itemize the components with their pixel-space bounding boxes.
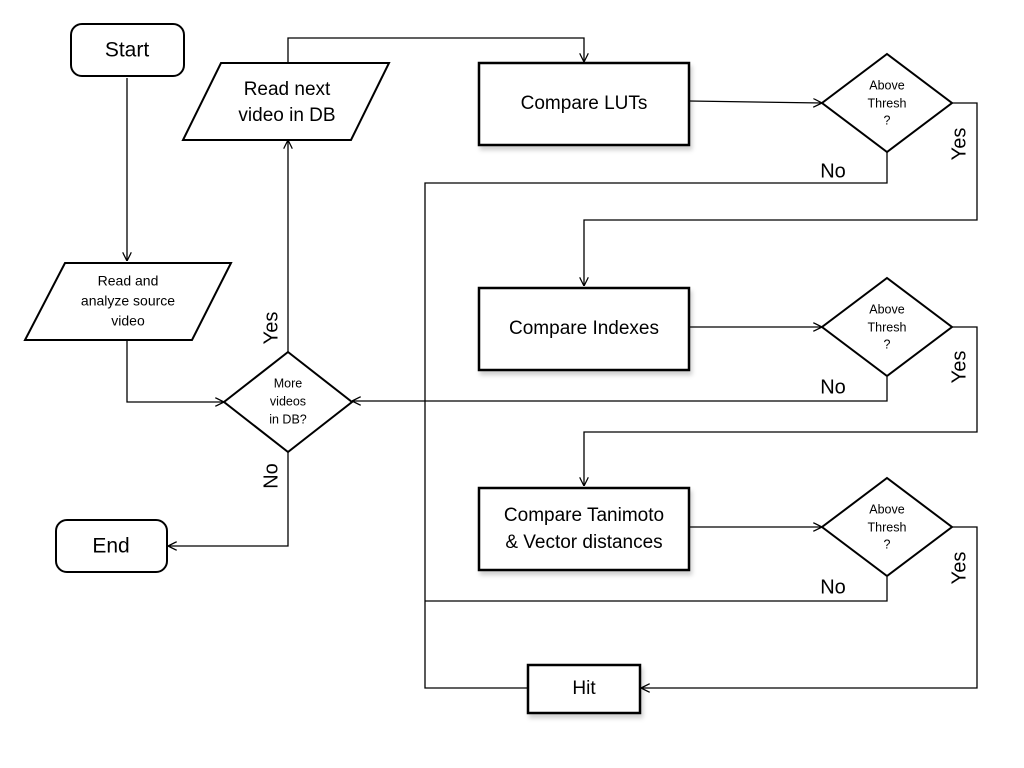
node-thresh-3-line1: Above (869, 502, 904, 516)
node-more-videos-line1: More (274, 376, 303, 390)
node-read-source: Read and analyze source video (23, 262, 233, 341)
node-thresh-1-line3: ? (884, 113, 891, 127)
node-compare-indexes-label: Compare Indexes (509, 318, 659, 339)
label-thresh1-yes: Yes (948, 128, 970, 161)
node-end-label: End (92, 535, 129, 558)
label-more-yes: Yes (260, 312, 282, 345)
node-thresh-1-line1: Above (869, 78, 904, 92)
node-thresh-3-line2: Thresh (868, 520, 907, 534)
node-thresh-2: Above Thresh ? (820, 276, 954, 378)
edge-read-source-to-more (126, 340, 224, 402)
node-thresh-3: Above Thresh ? (820, 476, 954, 578)
node-compare-luts-label: Compare LUTs (521, 93, 648, 114)
edge-thresh2-no (352, 377, 888, 401)
edge-thresh1-no (424, 152, 888, 689)
node-thresh-1: Above Thresh ? (820, 52, 954, 154)
node-compare-tanimoto-line1: Compare Tanimoto (504, 505, 664, 526)
node-thresh-3-line3: ? (884, 537, 891, 551)
node-thresh-2-line3: ? (884, 337, 891, 351)
node-read-source-line2: analyze source (81, 293, 175, 309)
node-thresh-1-line2: Thresh (868, 96, 907, 110)
node-more-videos-line2: videos (270, 394, 306, 408)
node-hit-label: Hit (572, 678, 596, 699)
node-more-videos: More videos in DB? (222, 350, 354, 454)
node-compare-tanimoto-line2: & Vector distances (505, 532, 662, 553)
node-read-source-line1: Read and (98, 273, 159, 289)
node-read-next: Read next video in DB (181, 62, 391, 141)
edge-thresh1-yes (584, 102, 978, 286)
node-start: Start (70, 23, 185, 77)
edge-labels: Yes No No Yes No Yes No Yes (260, 128, 970, 599)
label-more-no: No (260, 463, 282, 489)
edge-thresh3-yes-to-hit (641, 526, 978, 688)
edge-thresh2-yes (584, 326, 978, 486)
edge-read-next-to-luts (287, 37, 584, 62)
node-compare-tanimoto: Compare Tanimoto & Vector distances (477, 486, 691, 572)
node-thresh-2-line1: Above (869, 302, 904, 316)
node-start-label: Start (105, 39, 150, 62)
node-read-next-line2: video in DB (238, 105, 335, 126)
node-read-next-line1: Read next (244, 79, 331, 100)
node-more-videos-line3: in DB? (269, 412, 307, 426)
edges (126, 37, 978, 689)
label-thresh2-yes: Yes (948, 351, 970, 384)
edge-thresh3-no (425, 577, 888, 602)
label-thresh2-no: No (820, 376, 846, 398)
label-thresh3-no: No (820, 576, 846, 598)
node-thresh-2-line2: Thresh (868, 320, 907, 334)
node-read-source-line3: video (111, 313, 145, 329)
label-thresh1-no: No (820, 160, 846, 182)
node-compare-luts: Compare LUTs (477, 61, 691, 147)
edge-luts-to-thresh1 (688, 101, 822, 103)
node-compare-indexes: Compare Indexes (477, 286, 691, 372)
node-end: End (55, 519, 168, 573)
label-thresh3-yes: Yes (948, 552, 970, 585)
node-hit: Hit (526, 663, 642, 715)
edge-more-no-to-end (168, 452, 289, 546)
